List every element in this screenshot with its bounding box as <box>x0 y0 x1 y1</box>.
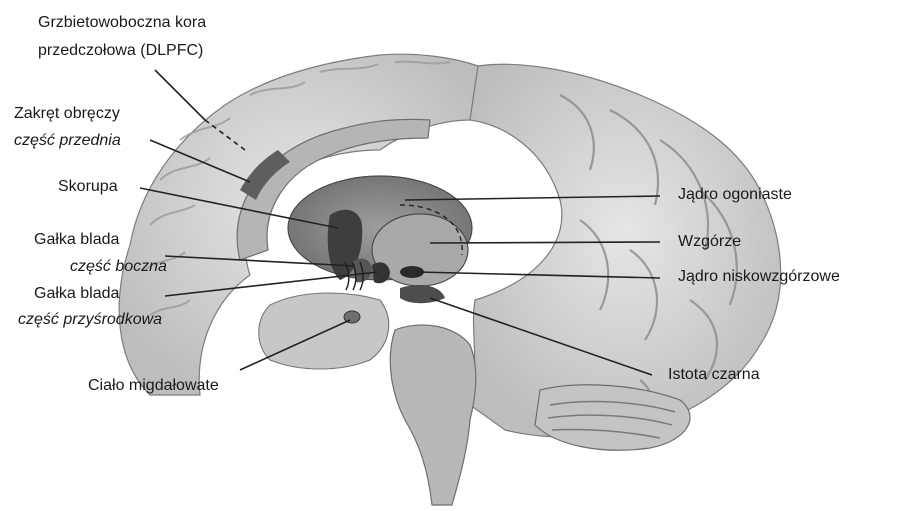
label-substantia-nigra: Istota czarna <box>668 364 760 386</box>
label-dlpfc-line2: przedczołowa (DLPFC) <box>38 40 203 62</box>
label-putamen: Skorupa <box>58 176 118 198</box>
label-thalamus: Wzgórze <box>678 231 741 253</box>
temporal-lobe <box>259 293 389 369</box>
label-amygdala: Ciało migdałowate <box>88 375 219 397</box>
label-gp-lateral-line1: Gałka blada <box>34 229 119 251</box>
label-gp-lateral-line2: część boczna <box>70 256 167 278</box>
label-subthalamic: Jądro niskowzgórzowe <box>678 266 840 288</box>
brainstem <box>390 325 476 505</box>
leader-dlpfc <box>155 70 205 120</box>
leader-thalamus <box>430 242 660 243</box>
label-caudate: Jądro ogoniaste <box>678 184 792 206</box>
label-cingulate-line1: Zakręt obręczy <box>14 103 120 125</box>
label-dlpfc-line1: Grzbietowoboczna kora <box>38 12 206 34</box>
label-cingulate-line2: część przednia <box>14 130 121 152</box>
label-gp-medial-line2: część przyśrodkowa <box>18 309 162 331</box>
label-gp-medial-line1: Gałka blada <box>34 283 119 305</box>
